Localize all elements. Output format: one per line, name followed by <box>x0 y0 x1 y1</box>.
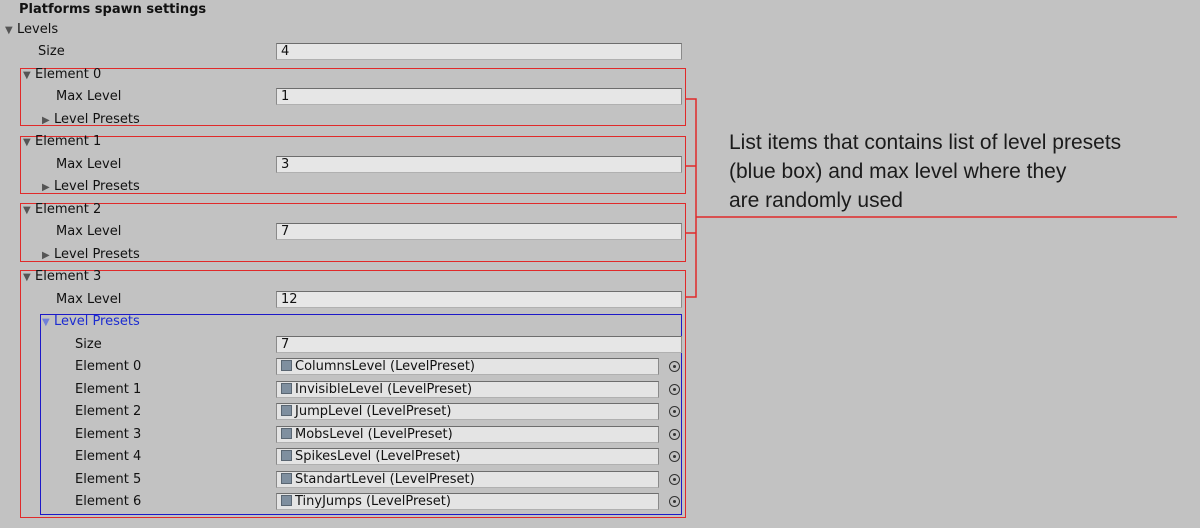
preset-element-2-label: Element 2 <box>75 404 142 419</box>
element-2-presets-label: Level Presets <box>54 247 140 262</box>
levels-size-field[interactable]: 4 <box>276 43 682 60</box>
preset-element-3-field[interactable]: MobsLevel (LevelPreset) <box>276 426 659 443</box>
object-picker-icon[interactable] <box>669 429 680 440</box>
level-presets-label: Level Presets <box>54 314 140 329</box>
element-2-highlight <box>20 203 686 262</box>
element-1-highlight <box>20 136 686 194</box>
element-1-max-level-field[interactable]: 3 <box>276 156 682 173</box>
preset-element-5-label: Element 5 <box>75 472 142 487</box>
element-3-foldout[interactable]: ▼ Element 3 <box>23 269 101 286</box>
levels-size-label: Size <box>38 44 65 59</box>
object-picker-icon[interactable] <box>669 361 680 372</box>
scriptable-object-icon <box>281 360 292 371</box>
foldout-expanded-icon: ▼ <box>5 25 13 36</box>
foldout-collapsed-icon: ▶ <box>42 182 50 193</box>
foldout-expanded-icon: ▼ <box>23 70 31 81</box>
annotation-line-1: List items that contains list of level p… <box>729 131 1122 154</box>
element-2-presets-foldout[interactable]: ▶ Level Presets <box>42 247 140 264</box>
level-presets-highlight <box>40 314 682 515</box>
element-0-max-level-label: Max Level <box>56 89 122 104</box>
object-picker-icon[interactable] <box>669 474 680 485</box>
preset-element-6-value: TinyJumps (LevelPreset) <box>295 494 451 509</box>
preset-element-4-field[interactable]: SpikesLevel (LevelPreset) <box>276 448 659 465</box>
presets-size-field[interactable]: 7 <box>276 336 682 353</box>
preset-element-4-value: SpikesLevel (LevelPreset) <box>295 449 461 464</box>
element-0-foldout[interactable]: ▼ Element 0 <box>23 67 101 84</box>
preset-element-2-field[interactable]: JumpLevel (LevelPreset) <box>276 403 659 420</box>
scriptable-object-icon <box>281 428 292 439</box>
element-2-label: Element 2 <box>35 202 102 217</box>
preset-element-6-label: Element 6 <box>75 494 142 509</box>
element-1-label: Element 1 <box>35 134 102 149</box>
element-0-highlight <box>20 68 686 126</box>
object-picker-icon[interactable] <box>669 384 680 395</box>
element-3-max-level-field[interactable]: 12 <box>276 291 682 308</box>
element-0-presets-foldout[interactable]: ▶ Level Presets <box>42 112 140 129</box>
preset-element-2-value: JumpLevel (LevelPreset) <box>295 404 452 419</box>
preset-element-5-field[interactable]: StandartLevel (LevelPreset) <box>276 471 659 488</box>
object-picker-icon[interactable] <box>669 451 680 462</box>
annotation-line-2: (blue box) and max level where they <box>729 160 1067 183</box>
preset-element-0-value: ColumnsLevel (LevelPreset) <box>295 359 476 374</box>
preset-element-3-label: Element 3 <box>75 427 142 442</box>
element-1-presets-foldout[interactable]: ▶ Level Presets <box>42 179 140 196</box>
annotation-bracket <box>686 98 1177 298</box>
preset-element-6-field[interactable]: TinyJumps (LevelPreset) <box>276 493 659 510</box>
element-3-label: Element 3 <box>35 269 102 284</box>
foldout-expanded-icon: ▼ <box>23 272 31 283</box>
element-3-highlight <box>20 270 686 518</box>
preset-element-1-field[interactable]: InvisibleLevel (LevelPreset) <box>276 381 659 398</box>
preset-element-5-value: StandartLevel (LevelPreset) <box>295 472 475 487</box>
foldout-expanded-icon: ▼ <box>23 137 31 148</box>
level-presets-foldout[interactable]: ▼ Level Presets <box>42 314 140 331</box>
preset-element-0-field[interactable]: ColumnsLevel (LevelPreset) <box>276 358 659 375</box>
element-2-foldout[interactable]: ▼ Element 2 <box>23 202 101 219</box>
element-0-label: Element 0 <box>35 67 102 82</box>
preset-element-3-value: MobsLevel (LevelPreset) <box>295 427 453 442</box>
element-0-presets-label: Level Presets <box>54 112 140 127</box>
presets-size-label: Size <box>75 337 102 352</box>
element-2-max-level-label: Max Level <box>56 224 122 239</box>
element-2-max-level-field[interactable]: 7 <box>276 223 682 240</box>
preset-element-0-label: Element 0 <box>75 359 142 374</box>
preset-element-1-label: Element 1 <box>75 382 142 397</box>
foldout-expanded-icon: ▼ <box>23 205 31 216</box>
levels-foldout[interactable]: ▼ Levels <box>5 22 58 39</box>
object-picker-icon[interactable] <box>669 406 680 417</box>
scriptable-object-icon <box>281 450 292 461</box>
scriptable-object-icon <box>281 473 292 484</box>
element-1-presets-label: Level Presets <box>54 179 140 194</box>
object-picker-icon[interactable] <box>669 496 680 507</box>
annotation-line-3: are randomly used <box>729 189 903 212</box>
scriptable-object-icon <box>281 495 292 506</box>
foldout-expanded-icon: ▼ <box>42 317 50 328</box>
scriptable-object-icon <box>281 405 292 416</box>
levels-label: Levels <box>17 22 59 37</box>
foldout-collapsed-icon: ▶ <box>42 115 50 126</box>
element-3-max-level-label: Max Level <box>56 292 122 307</box>
element-1-max-level-label: Max Level <box>56 157 122 172</box>
section-title: Platforms spawn settings <box>19 2 207 17</box>
element-1-foldout[interactable]: ▼ Element 1 <box>23 134 101 151</box>
preset-element-4-label: Element 4 <box>75 449 142 464</box>
foldout-collapsed-icon: ▶ <box>42 250 50 261</box>
preset-element-1-value: InvisibleLevel (LevelPreset) <box>295 382 473 397</box>
scriptable-object-icon <box>281 383 292 394</box>
element-0-max-level-field[interactable]: 1 <box>276 88 682 105</box>
